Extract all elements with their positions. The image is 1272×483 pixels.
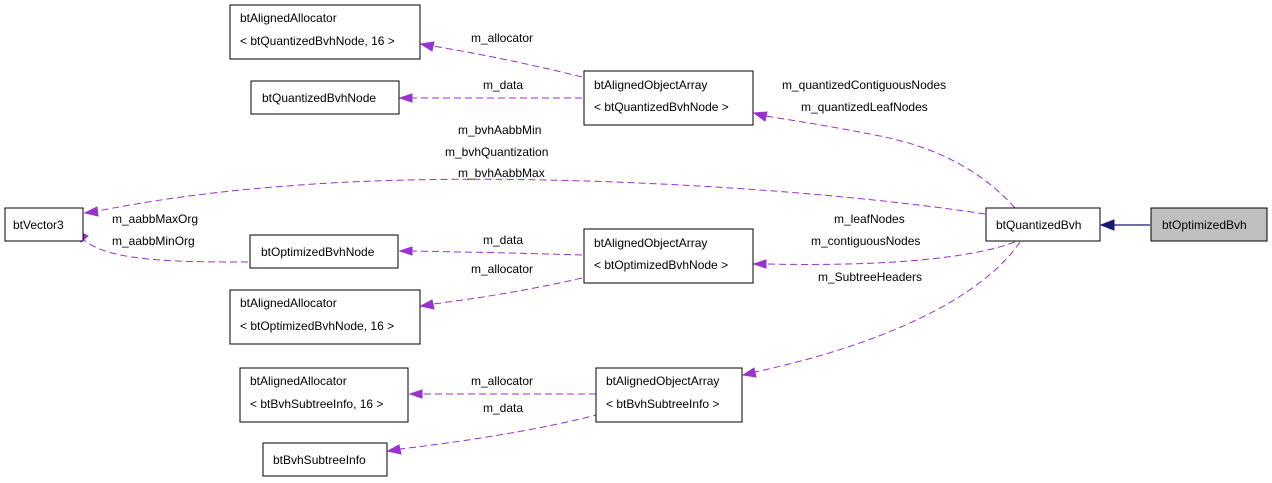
node-bt-vector3[interactable]: btVector3	[4, 207, 84, 242]
edge-quantized-nodes	[752, 111, 1016, 209]
node-array-optimized-line2: < btOptimizedBvhNode >	[594, 258, 728, 272]
label-data-subtree: m_data	[483, 401, 523, 415]
node-allocator-optimized-line2: < btOptimizedBvhNode, 16 >	[240, 319, 394, 333]
edge-allocator-quantized	[419, 41, 583, 78]
node-array-subtree-line1: btAlignedObjectArray	[606, 374, 719, 388]
node-allocator-quantized[interactable]: btAlignedAllocator < btQuantizedBvhNode,…	[229, 4, 421, 60]
label-contiguous-nodes: m_contiguousNodes	[811, 234, 920, 248]
node-bt-optimized-bvh-node-label: btOptimizedBvhNode	[261, 245, 375, 259]
edge-data-subtree	[386, 413, 601, 455]
label-subtree-headers: m_SubtreeHeaders	[818, 270, 922, 284]
node-allocator-subtree-line2: < btBvhSubtreeInfo, 16 >	[250, 397, 383, 411]
label-leaf-nodes: m_leafNodes	[834, 212, 905, 226]
label-bvh-quantization: m_bvhQuantization	[445, 145, 548, 159]
node-allocator-optimized[interactable]: btAlignedAllocator < btOptimizedBvhNode,…	[229, 289, 421, 345]
node-allocator-subtree[interactable]: btAlignedAllocator < btBvhSubtreeInfo, 1…	[239, 367, 409, 423]
label-bvh-aabb-max: m_bvhAabbMax	[458, 166, 545, 180]
node-array-optimized-line1: btAlignedObjectArray	[594, 236, 707, 250]
label-bvh-aabb-min: m_bvhAabbMin	[458, 123, 541, 137]
label-quantized-leaf-nodes: m_quantizedLeafNodes	[801, 100, 928, 114]
node-bt-quantized-bvh-label: btQuantizedBvh	[996, 218, 1081, 232]
label-allocator-optimized: m_allocator	[471, 262, 533, 276]
node-allocator-subtree-line1: btAlignedAllocator	[250, 374, 347, 388]
node-bt-optimized-bvh-node[interactable]: btOptimizedBvhNode	[249, 234, 399, 269]
node-allocator-quantized-line1: btAlignedAllocator	[240, 11, 337, 25]
node-array-optimized[interactable]: btAlignedObjectArray < btOptimizedBvhNod…	[583, 228, 754, 284]
edge-data-quantized	[398, 93, 582, 103]
label-quantized-contiguous-nodes: m_quantizedContiguousNodes	[782, 78, 946, 92]
node-array-subtree[interactable]: btAlignedObjectArray < btBvhSubtreeInfo …	[595, 367, 743, 423]
node-bt-quantized-bvh-node[interactable]: btQuantizedBvhNode	[250, 80, 400, 115]
node-bt-quantized-bvh[interactable]: btQuantizedBvh	[985, 207, 1101, 242]
node-bt-optimized-bvh[interactable]: btOptimizedBvh	[1150, 207, 1268, 242]
node-bt-bvh-subtree-info[interactable]: btBvhSubtreeInfo	[262, 442, 388, 477]
node-allocator-optimized-line1: btAlignedAllocator	[240, 296, 337, 310]
label-allocator-quantized: m_allocator	[471, 31, 533, 45]
edge-allocator-subtree	[408, 389, 596, 399]
node-bt-quantized-bvh-node-label: btQuantizedBvhNode	[262, 91, 376, 105]
node-bt-optimized-bvh-label: btOptimizedBvh	[1162, 218, 1247, 232]
node-array-subtree-line2: < btBvhSubtreeInfo >	[606, 397, 719, 411]
edge-contiguous-nodes	[752, 241, 1016, 269]
edge-bvh-aabb	[83, 178, 986, 217]
label-data-optimized: m_data	[483, 233, 523, 247]
label-aabb-min-org: m_aabbMinOrg	[112, 234, 195, 248]
inheritance-edge-optimized-to-quantized	[1099, 219, 1150, 231]
edge-subtree-headers	[741, 241, 1021, 378]
edge-allocator-optimized	[419, 277, 583, 310]
label-data-quantized: m_data	[483, 78, 523, 92]
node-allocator-quantized-line2: < btQuantizedBvhNode, 16 >	[240, 34, 395, 48]
node-array-quantized[interactable]: btAlignedObjectArray < btQuantizedBvhNod…	[583, 70, 754, 126]
node-array-quantized-line2: < btQuantizedBvhNode >	[594, 100, 729, 114]
node-bt-bvh-subtree-info-label: btBvhSubtreeInfo	[273, 453, 366, 467]
label-allocator-subtree: m_allocator	[471, 374, 533, 388]
node-array-quantized-line1: btAlignedObjectArray	[594, 78, 707, 92]
edge-data-optimized	[398, 246, 583, 256]
label-aabb-max-org: m_aabbMaxOrg	[112, 212, 198, 226]
node-bt-vector3-label: btVector3	[13, 218, 64, 232]
